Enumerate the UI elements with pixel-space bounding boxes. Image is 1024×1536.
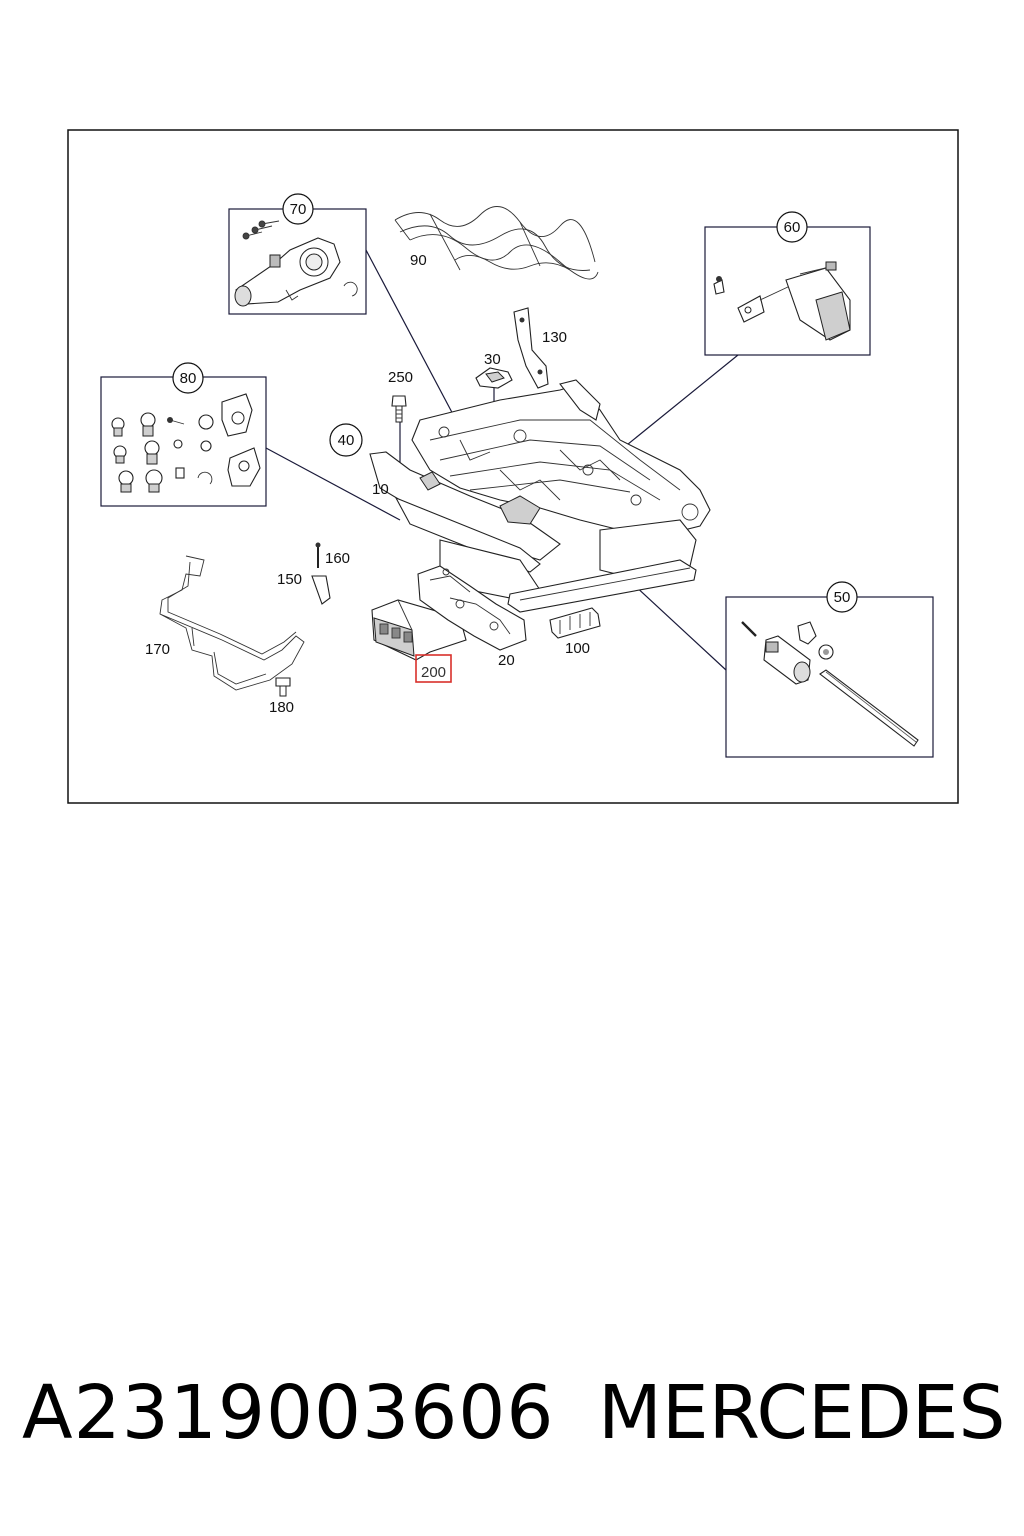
callout-60-circle <box>776 211 808 243</box>
callout-60: 60 <box>784 219 801 236</box>
bracket-20 <box>417 565 527 651</box>
seat-frame-10 <box>369 379 711 613</box>
clip-150 <box>311 575 331 605</box>
label-30: 30 <box>484 351 501 368</box>
callout-70: 70 <box>290 201 307 218</box>
inset-box-50 <box>725 596 934 758</box>
bracket-130 <box>513 307 549 389</box>
callout-80: 80 <box>180 370 197 387</box>
label-150: 150 <box>277 571 302 588</box>
label-90: 90 <box>410 252 427 269</box>
cover-100 <box>549 607 601 639</box>
wire-frame-170 <box>159 555 305 691</box>
screw-180 <box>275 677 291 697</box>
pin-160 <box>315 542 321 568</box>
label-200: 200 <box>421 664 446 681</box>
callout-40: 40 <box>338 432 355 449</box>
label-170: 170 <box>145 641 170 658</box>
inset-box-60 <box>704 226 871 356</box>
label-180: 180 <box>269 699 294 716</box>
label-20: 20 <box>498 652 515 669</box>
label-250: 250 <box>388 369 413 386</box>
inset-box-80 <box>100 376 267 507</box>
label-160: 160 <box>325 550 350 567</box>
callout-40-circle <box>329 423 363 457</box>
part-30 <box>475 367 513 389</box>
label-100: 100 <box>565 640 590 657</box>
callout-50: 50 <box>834 589 851 606</box>
label-130: 130 <box>542 329 567 346</box>
label-200-highlight <box>415 654 452 683</box>
callout-80-circle <box>172 362 204 394</box>
inset-box-70 <box>228 208 367 315</box>
spring-mat-90 <box>394 206 599 280</box>
callout-70-circle <box>282 193 314 225</box>
part-number: A2319003606 <box>22 1370 555 1456</box>
brand-name: MERCEDES <box>598 1370 1006 1456</box>
callout-50-circle <box>826 581 858 613</box>
bolt-250 <box>391 395 407 423</box>
label-10: 10 <box>372 481 389 498</box>
